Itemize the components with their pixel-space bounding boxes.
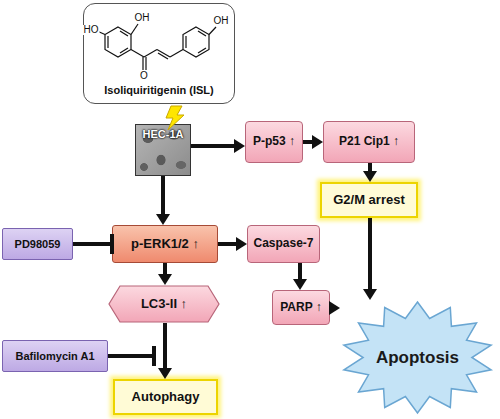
inhibitor-box: Bafilomycin A1: [2, 340, 108, 372]
node-label: Caspase-7: [253, 237, 313, 251]
node-label: P-p53 ↑: [253, 135, 295, 149]
node-label: PD98059: [15, 238, 61, 251]
hexagon-node: LC3-II ↑: [108, 285, 220, 323]
arrow-connector: [363, 218, 377, 300]
node-label: Apoptosis: [376, 348, 459, 368]
cell-line-image: HEC-1A: [135, 124, 191, 176]
inhibition-connector: [73, 234, 112, 254]
process-box: P21 Cip1 ↑: [323, 121, 415, 163]
outcome-box: G2/M arrest: [320, 182, 418, 218]
node-label: LC3-II ↑: [141, 297, 187, 312]
node-label: G2/M arrest: [333, 193, 405, 208]
inhibitor-box: PD98059: [2, 228, 73, 260]
kinase-box: p-ERK1/2 ↑: [112, 225, 218, 263]
process-box: PARP ↑: [272, 290, 330, 325]
arrow-connector: [158, 263, 172, 285]
arrow-connector: [191, 139, 245, 153]
arrow-connector: [363, 163, 377, 182]
node-label: HEC-1A: [143, 128, 184, 141]
arrow-connector: [218, 237, 247, 251]
arrow-connector: [329, 301, 340, 315]
atom-label: OH: [134, 13, 151, 23]
process-box: Caspase-7: [247, 225, 320, 263]
node-label: PARP ↑: [280, 301, 322, 315]
node-label: P21 Cip1 ↑: [339, 135, 399, 149]
node-label: Bafilomycin A1: [15, 350, 94, 363]
starburst-node: Apoptosis: [340, 300, 495, 415]
node-label: Isoliquiritigenin (ISL): [104, 84, 213, 97]
node-label: p-ERK1/2 ↑: [131, 237, 199, 252]
atom-label: OH: [213, 16, 230, 26]
process-box: P-p53 ↑: [245, 121, 303, 163]
arrow-connector: [303, 135, 323, 149]
atom-label: O: [139, 71, 149, 81]
node-label: Autophagy: [132, 390, 200, 405]
arrow-connector: [158, 323, 172, 379]
atom-label: HO: [83, 25, 100, 35]
arrow-connector: [293, 263, 307, 290]
arrow-connector: [156, 176, 170, 225]
outcome-box: Autophagy: [113, 379, 218, 415]
